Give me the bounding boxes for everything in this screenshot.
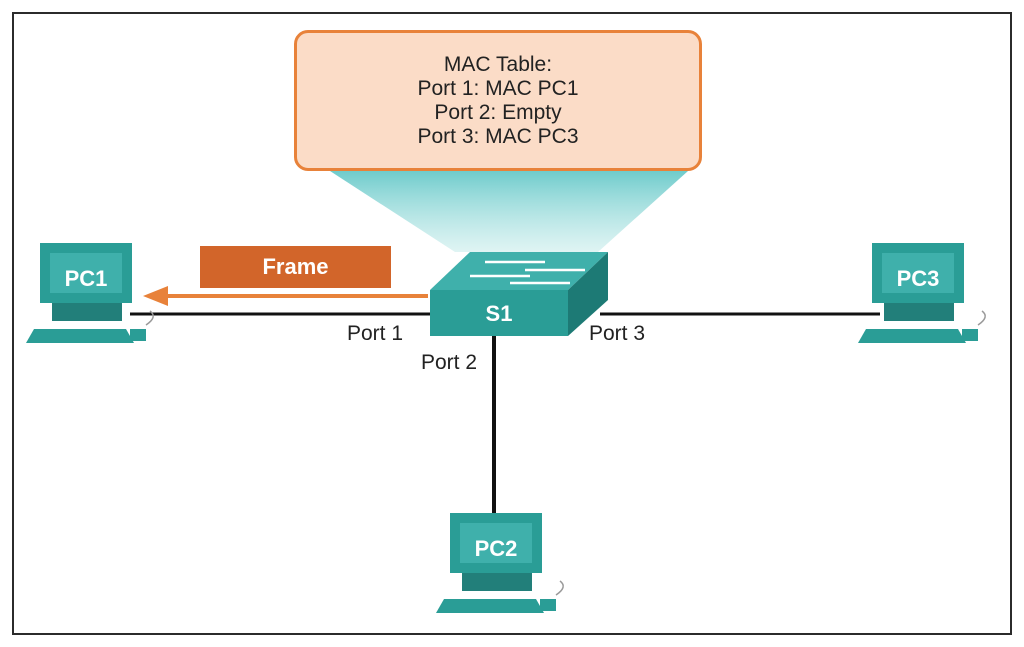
frame-label: Frame	[200, 246, 391, 288]
switch-label: S1	[485, 301, 513, 326]
switch-s1-icon	[430, 252, 608, 336]
mac-table-row-port3: Port 3: MAC PC3	[417, 124, 579, 148]
port2-label: Port 2	[421, 351, 478, 374]
mac-table-callout: MAC Table: Port 1: MAC PC1 Port 2: Empty…	[294, 30, 702, 171]
pc3-label: PC3	[896, 266, 940, 291]
mac-table-row-port2: Port 2: Empty	[434, 100, 562, 124]
pc2-icon	[436, 513, 564, 613]
mac-table-row-port1: Port 1: MAC PC1	[417, 76, 579, 100]
mac-table-title: MAC Table:	[443, 52, 553, 76]
pc2-label: PC2	[474, 536, 518, 561]
pc1-label: PC1	[64, 266, 108, 291]
port3-label: Port 3	[589, 322, 646, 345]
frame-arrow-head	[143, 286, 168, 306]
pc1-icon	[26, 243, 154, 343]
mac-table-beam	[330, 171, 688, 252]
diagram-border	[12, 12, 1012, 635]
pc3-icon	[858, 243, 986, 343]
port1-label: Port 1	[347, 322, 404, 345]
